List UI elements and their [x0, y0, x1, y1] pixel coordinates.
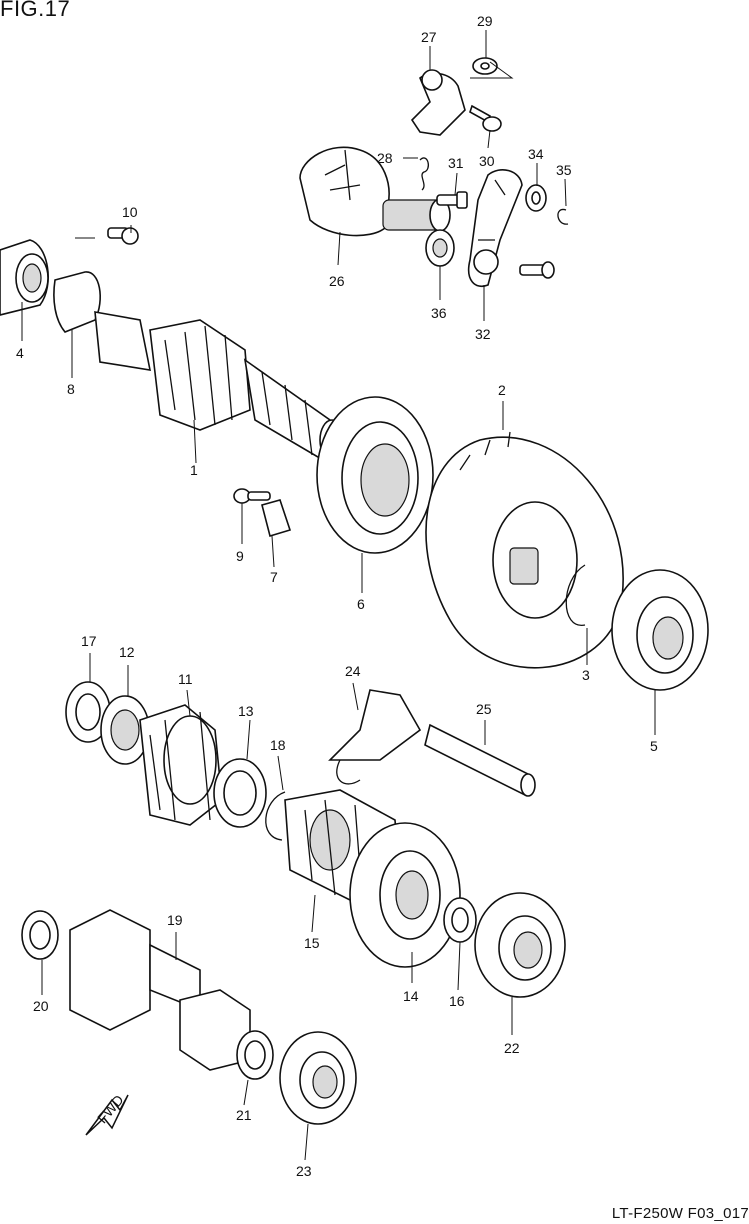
callout-19: 19	[167, 912, 183, 928]
callout-8: 8	[67, 381, 75, 397]
callout-6: 6	[357, 596, 365, 612]
part-1-countershaft	[94, 311, 345, 472]
part-25-fork-shaft	[424, 723, 536, 797]
part-16-washer	[443, 897, 477, 943]
part-6-bearing	[316, 396, 434, 554]
callout-4: 4	[16, 345, 24, 361]
part-5-bearing	[611, 569, 709, 691]
callout-20: 20	[33, 998, 49, 1014]
callout-23: 23	[296, 1163, 312, 1179]
figure-title: FIG.17	[0, 0, 71, 21]
part-3-circlip	[565, 564, 586, 626]
part-18-circlip	[265, 791, 286, 841]
part-30-bolt	[469, 104, 502, 132]
part-24-shift-fork	[328, 689, 422, 785]
callout-25: 25	[476, 701, 492, 717]
part-17-washer	[65, 681, 111, 743]
part-29-washer	[470, 57, 514, 79]
part-26-shift-cam	[299, 146, 451, 237]
part-12-bushing	[100, 695, 150, 765]
part-32-shift-arm	[468, 169, 523, 287]
part-11-gear	[139, 704, 223, 826]
part-9-bolt	[233, 488, 271, 504]
callout-31: 31	[448, 155, 464, 171]
callout-16: 16	[449, 993, 465, 1009]
callout-13: 13	[238, 703, 254, 719]
part-13-washer	[213, 758, 267, 828]
callout-5: 5	[650, 738, 658, 754]
part-8-plate	[53, 237, 101, 333]
part-14-gear	[349, 822, 461, 968]
callout-22: 22	[504, 1040, 520, 1056]
callout-24: 24	[345, 663, 361, 679]
part-20-washer	[21, 910, 59, 960]
callout-11: 11	[178, 671, 193, 687]
part-10-screw	[107, 227, 139, 245]
part-34-washer	[525, 184, 547, 212]
figure-reference-code: LT-F250W F03_017	[611, 1205, 749, 1222]
callout-7: 7	[270, 569, 278, 585]
part-31-bolt	[436, 191, 468, 209]
callout-29: 29	[477, 13, 493, 29]
callout-26: 26	[329, 273, 345, 289]
callout-15: 15	[304, 935, 320, 951]
part-23-bearing	[279, 1031, 357, 1125]
callout-1: 1	[190, 462, 198, 478]
callout-2: 2	[498, 382, 506, 398]
callout-27: 27	[421, 29, 437, 45]
callout-10: 10	[122, 204, 138, 220]
part-4-bearing	[0, 239, 49, 316]
part-19-drive-shaft	[69, 909, 251, 1071]
callout-36: 36	[431, 305, 447, 321]
part-33-bolt	[519, 261, 555, 279]
leader-lines	[21, 30, 656, 1161]
part-36-bearing	[425, 229, 455, 267]
callout-28: 28	[377, 150, 393, 166]
part-22-bearing	[474, 892, 566, 998]
callout-3: 3	[582, 667, 590, 683]
part-27-bracket	[410, 69, 466, 136]
callout-30: 30	[479, 153, 495, 169]
part-21-washer	[236, 1030, 274, 1080]
callout-21: 21	[236, 1107, 252, 1123]
part-7-retainer	[261, 499, 292, 538]
callout-18: 18	[270, 737, 286, 753]
callout-12: 12	[119, 644, 135, 660]
callout-9: 9	[236, 548, 244, 564]
callout-14: 14	[403, 988, 419, 1004]
part-2-driven-gear	[425, 431, 624, 669]
callout-17: 17	[81, 633, 97, 649]
callout-32: 32	[475, 326, 491, 342]
fwd-arrow-icon: FWD	[85, 1092, 129, 1136]
callout-34: 34	[528, 146, 544, 162]
callout-35: 35	[556, 162, 572, 178]
part-28-spring-pin	[403, 157, 430, 191]
callout-labels: 1 2 3 4 5 6 7 8 9 10 11 12 13 14 15 16 1…	[16, 13, 658, 1179]
part-35-circlip	[557, 208, 569, 225]
